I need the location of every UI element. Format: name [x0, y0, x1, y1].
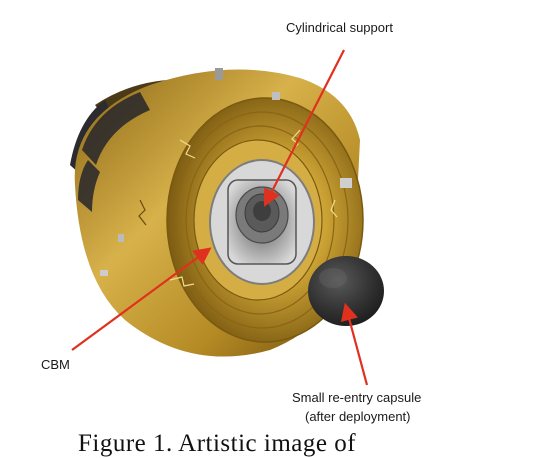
cbm-arrow	[71, 247, 212, 351]
cylindrical-support-label: Cylindrical support	[286, 20, 393, 35]
figure-caption: Figure 1. Artistic image of	[78, 430, 357, 457]
spacecraft-figure	[70, 49, 384, 386]
spacecraft-illustration	[70, 68, 364, 357]
cbm-label: CBM	[41, 357, 70, 372]
cylindrical-support-arrow	[264, 49, 345, 207]
capsule-label-line2: (after deployment)	[305, 409, 411, 424]
capsule-arrow	[340, 302, 369, 386]
capsule-label-line1: Small re-entry capsule	[292, 390, 422, 405]
reentry-capsule-illustration	[308, 256, 384, 326]
